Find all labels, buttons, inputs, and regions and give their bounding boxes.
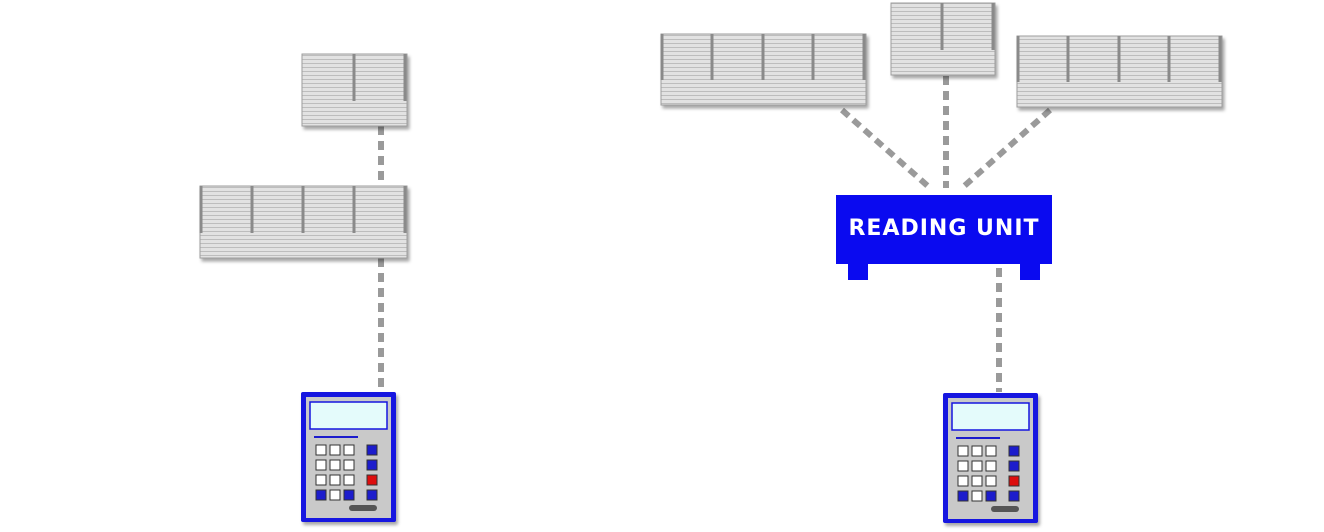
handheld-terminal — [943, 393, 1038, 523]
reading-unit-label: READING UNIT — [848, 216, 1039, 241]
right-meter-group: READING UNIT — [660, 2, 1223, 523]
meter-bank — [301, 53, 408, 127]
meter-bank — [890, 2, 996, 76]
handheld-screen — [309, 401, 388, 430]
meter-bank — [199, 185, 408, 259]
meter-bank — [1016, 35, 1223, 108]
reading-unit: READING UNIT — [836, 195, 1052, 280]
keypad — [315, 444, 378, 501]
connector-line — [960, 107, 1052, 191]
reading-unit-foot — [848, 262, 868, 280]
meter-bank — [660, 33, 867, 106]
left-meter-group — [199, 53, 408, 522]
handheld-screen — [951, 402, 1030, 431]
reading-unit-foot — [1020, 262, 1040, 280]
connector-line — [840, 107, 932, 191]
keypad — [957, 445, 1020, 502]
handheld-terminal — [301, 392, 396, 522]
